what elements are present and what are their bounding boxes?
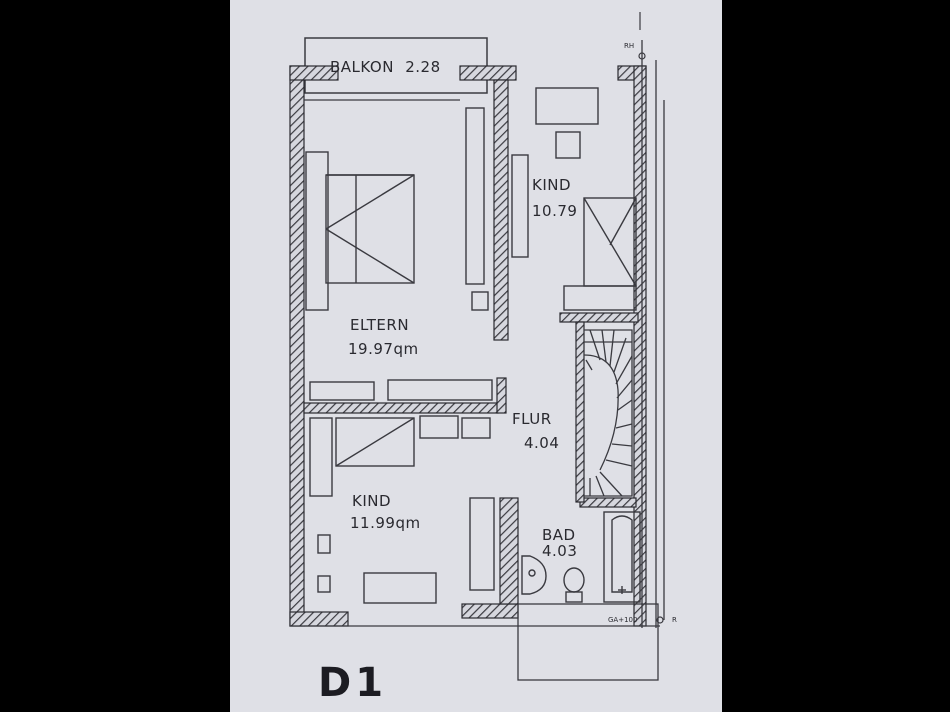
bathroom-fixtures xyxy=(521,511,641,603)
flur-name: FLUR xyxy=(512,410,552,428)
kind-bottom-area: 11.99qm xyxy=(350,514,421,532)
bad-area: 4.03 xyxy=(542,542,578,560)
annotation-rh: RH xyxy=(624,42,635,50)
plan-id: D1 xyxy=(318,660,388,706)
balkon-label: BALKON 2.28 xyxy=(330,58,441,76)
kind-top-area: 10.79 xyxy=(532,202,578,220)
kind-bottom-name: KIND xyxy=(352,492,392,510)
annotation-ga: GA+100 xyxy=(608,616,638,624)
eltern-name: ELTERN xyxy=(350,316,410,334)
dimension-marks xyxy=(638,12,664,624)
kind-top-name: KIND xyxy=(532,176,572,194)
balkon-area: 2.28 xyxy=(405,58,441,76)
annotation-r: R xyxy=(672,616,677,624)
kind-top-furniture xyxy=(511,87,637,311)
eltern-area: 19.97qm xyxy=(348,340,419,358)
eltern-furniture xyxy=(305,107,493,401)
balkon-name: BALKON xyxy=(330,58,394,76)
kind-bottom-furniture xyxy=(309,415,495,604)
staircase xyxy=(583,329,633,497)
flur-area: 4.04 xyxy=(524,434,560,452)
bad-name: BAD xyxy=(542,526,576,544)
interior-walls xyxy=(303,79,639,605)
thin-lines xyxy=(304,40,665,681)
outer-walls xyxy=(289,65,647,627)
